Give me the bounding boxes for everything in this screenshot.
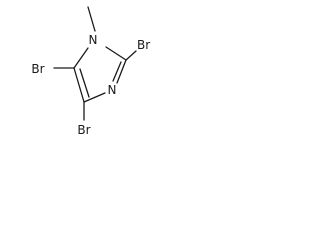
molecule-structure: N N Br Br Br (31, 6, 150, 137)
bond-c4-c5 (73, 67, 85, 103)
atom-br-c4: Br (77, 123, 90, 137)
bond-c4-c5-double (79, 68, 90, 98)
bond-n1-methyl (87, 6, 96, 32)
bond-n3-c4 (83, 92, 106, 103)
bond-c2-n3 (116, 59, 127, 84)
atom-n3: N (108, 83, 117, 97)
bond-c2-n3-double (112, 61, 122, 82)
bond-n1-c2 (105, 46, 127, 61)
atom-br-c2: Br (137, 38, 150, 52)
atom-n1: N (89, 33, 98, 47)
atom-br-c5: Br (31, 62, 44, 76)
bond-c2-br (125, 50, 137, 61)
bond-c5-n1 (73, 47, 89, 69)
